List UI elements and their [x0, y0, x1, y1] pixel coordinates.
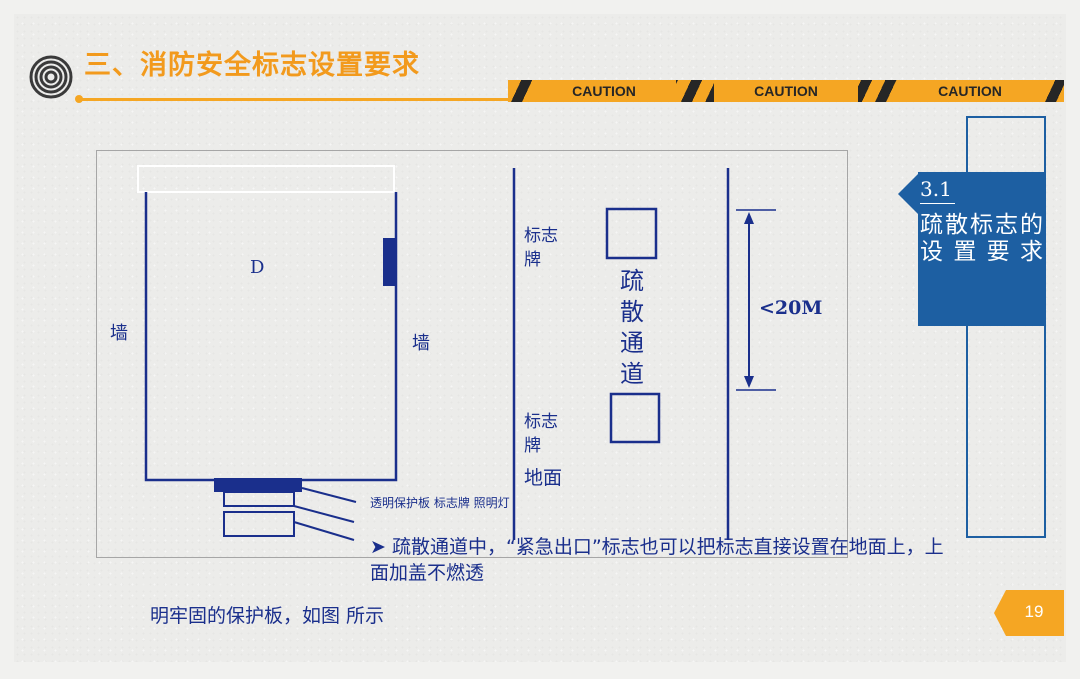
dim-arrow-down	[744, 376, 754, 388]
sign-label-top: 标志 牌	[524, 226, 558, 270]
bullet-arrow-icon: ➤	[370, 536, 386, 558]
wall-label-right: 墙	[412, 333, 430, 354]
diagram-frame	[96, 150, 848, 558]
passage-label: 疏 散 通 道	[620, 267, 644, 388]
note-text: 疏散通道中，“紧急出口”标志也可以把标志直接设置在地面上，上面加盖不燃透	[370, 536, 944, 584]
caution-label-3: CAUTION	[898, 80, 1042, 102]
side-tab-outline	[966, 116, 1046, 538]
title-underline-dot	[75, 95, 83, 103]
sign-box	[223, 491, 295, 507]
page-title: 三、消防安全标志设置要求	[84, 50, 420, 81]
side-sign	[383, 238, 396, 286]
caution-label-2: CAUTION	[714, 80, 858, 102]
leader-line-3	[293, 521, 355, 541]
caution-label-1: CAUTION	[532, 80, 676, 102]
note-continuation: 明牢固的保护板，如图 所示	[150, 605, 385, 627]
device-caption: 透明保护板 标志牌 照明灯	[370, 496, 510, 510]
sign-top-box	[605, 207, 658, 260]
sign-label-bottom: 标志 牌	[524, 412, 558, 456]
side-tab-number: 3.1	[920, 176, 955, 204]
dim-arrow-up	[744, 212, 754, 224]
page-number: 19	[1024, 602, 1044, 621]
slide-background	[14, 14, 1066, 662]
side-tab-title: 疏散标志的设置要求	[920, 212, 1044, 265]
room-top-outline	[137, 165, 395, 193]
side-tab-arrow	[898, 174, 918, 214]
sign-bottom-box	[609, 392, 661, 444]
distance-label: <20M	[759, 297, 823, 319]
note-paragraph: ➤ 疏散通道中，“紧急出口”标志也可以把标志直接设置在地面上，上面加盖不燃透	[370, 534, 950, 586]
wall-label-left: 墙	[110, 323, 128, 344]
protective-plate	[223, 511, 295, 537]
page-badge	[994, 590, 1064, 636]
room-label-d: D	[250, 257, 265, 278]
floor-label: 地面	[524, 467, 563, 489]
light-fixture	[214, 478, 302, 492]
room-walls	[144, 192, 398, 482]
leader-line-2	[293, 505, 355, 523]
side-tab	[918, 172, 1046, 326]
title-underline	[78, 98, 518, 101]
spiral-icon	[29, 55, 73, 99]
leader-line-1	[301, 487, 357, 503]
